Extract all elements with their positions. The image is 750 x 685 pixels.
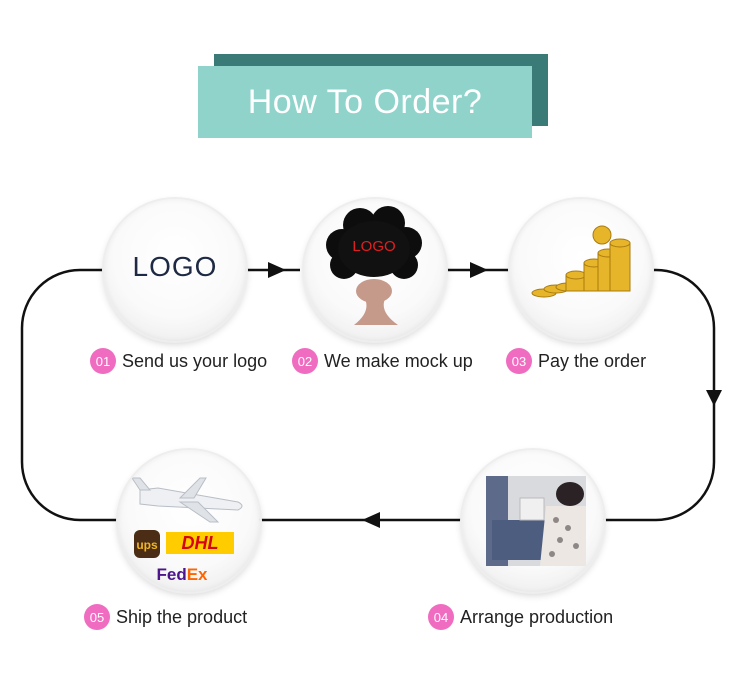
arrow-1-2	[268, 262, 286, 278]
step-1-label: 01 Send us your logo	[90, 348, 267, 374]
svg-text:ups: ups	[136, 538, 158, 552]
step-1-text: Send us your logo	[122, 350, 268, 371]
shipping-image: ups DHL FedEx	[131, 477, 243, 584]
step-3-circle	[510, 199, 652, 341]
dhl-logo	[166, 532, 234, 554]
ups-logo	[134, 530, 160, 558]
step-4-number: 04	[428, 604, 454, 630]
airplane-icon	[131, 477, 243, 523]
step-2-circle: LOGO	[304, 199, 446, 341]
arrow-4-5	[362, 512, 380, 528]
fedex-logo: FedEx	[156, 565, 208, 584]
loop-left-connector	[20, 268, 118, 522]
page-title: How To Order?	[198, 66, 532, 138]
step-5-number: 05	[84, 604, 110, 630]
step-2-number: 02	[292, 348, 318, 374]
step-3-text: Pay the order	[538, 350, 647, 371]
step-2-text: We make mock up	[324, 350, 473, 371]
svg-text:DHL: DHL	[182, 533, 219, 553]
step-3-number: 03	[506, 348, 532, 374]
mockup-logo-text: LOGO	[352, 238, 395, 255]
arrow-3-4	[706, 390, 722, 406]
step-1-number: 01	[90, 348, 116, 374]
step-1-circle: LOGO	[104, 199, 246, 341]
gold-coins-image	[531, 225, 631, 298]
arrow-2-3	[470, 262, 488, 278]
step-4-text: Arrange production	[460, 606, 614, 627]
wig-mockup-image: LOGO	[326, 206, 422, 325]
step-3-label: 03 Pay the order	[506, 348, 646, 374]
step-5-circle: ups DHL FedEx	[118, 450, 260, 592]
production-image	[486, 476, 586, 566]
step-4-circle	[462, 450, 604, 592]
step-5-text: Ship the product	[116, 606, 248, 627]
logo-placeholder-text: LOGO	[132, 251, 218, 282]
step-4-label: 04 Arrange production	[428, 604, 613, 630]
step-2-label: 02 We make mock up	[292, 348, 473, 374]
step-5-label: 05 Ship the product	[84, 604, 247, 630]
